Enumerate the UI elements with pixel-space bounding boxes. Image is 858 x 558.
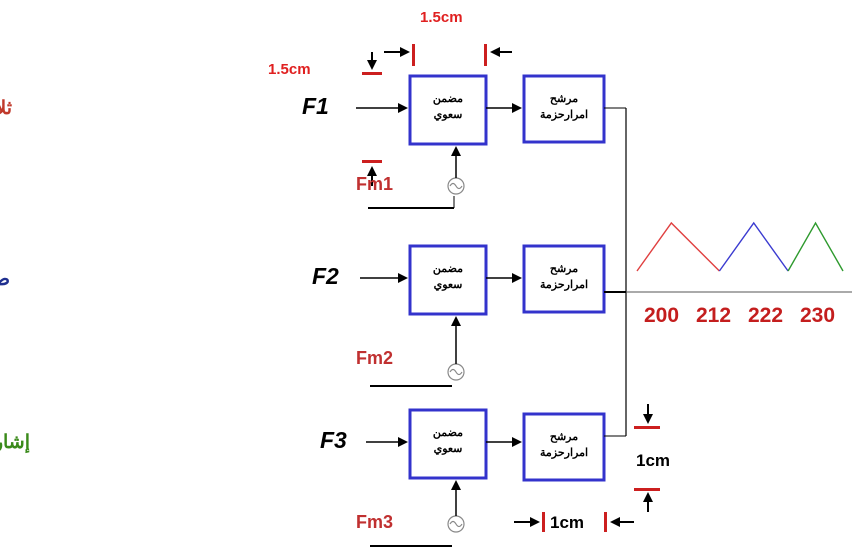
filter-label-3b: امرارحزمة	[540, 447, 588, 459]
dimension-bar-bottom	[634, 488, 660, 491]
dimension-bar-left	[542, 512, 545, 532]
filter-label-2b: امرارحزمة	[540, 279, 588, 291]
modulator-label-3b: سعوي	[434, 443, 463, 456]
modulator-label-3a: مضمن	[433, 427, 463, 439]
filter-label-1a: مرشح	[550, 93, 578, 105]
filter-box-1	[522, 74, 606, 144]
source-label-2: صوت الإذاعة KHz (10 -0)	[0, 269, 10, 291]
channel-3: إشارة حاسبة KHz (8 -0) F3 مضمن سعوي مرشح…	[0, 408, 626, 547]
signal-name-3: F3	[320, 427, 347, 453]
modulator-box-1	[408, 74, 488, 146]
channel-2: صوت الإذاعة KHz (10 -0) F2 مضمن سعوي مرش…	[0, 244, 626, 387]
top-width-dimension	[384, 44, 512, 66]
bottom-width-label: 1cm	[550, 513, 584, 532]
modulator-box-2	[408, 244, 488, 316]
spectrum-band-2	[718, 221, 789, 272]
filter-label-2a: مرشح	[550, 263, 578, 275]
spectrum-band-3	[787, 221, 844, 272]
top-width-label: 1.5cm	[420, 9, 463, 26]
signal-name-1: F1	[302, 93, 329, 119]
spectrum-tick-label: 212	[696, 304, 731, 327]
top-height-dimension	[362, 52, 382, 186]
filter-box-3	[522, 412, 606, 482]
dimension-bar-top	[362, 72, 382, 75]
spectrum-tick-label: 200	[644, 304, 679, 327]
dimension-bar-left	[412, 44, 415, 66]
spectrum-tick-label: 230	[800, 304, 835, 327]
carrier-label-3: Fm3	[356, 512, 393, 532]
dimension-bar-bottom	[362, 160, 382, 163]
sine-wave-icon	[449, 182, 463, 190]
spectrum-band-1	[636, 221, 720, 272]
modulator-label-1a: مضمن	[433, 93, 463, 105]
dimension-bar-right	[484, 44, 487, 66]
spectrum-tick-label: 222	[748, 304, 783, 327]
sine-wave-icon	[449, 368, 463, 376]
modulator-box-3	[408, 408, 488, 480]
modulator-label-2a: مضمن	[433, 263, 463, 275]
carrier-label-1: Fm1	[356, 174, 393, 194]
filter-label-1b: امرارحزمة	[540, 109, 588, 121]
modulator-label-2b: سعوي	[434, 279, 463, 292]
spectrum-chart: 200 212 222 230	[626, 221, 852, 327]
dimension-bar-right	[604, 512, 607, 532]
modulator-label-1b: سعوي	[434, 109, 463, 122]
top-height-label: 1.5cm	[268, 61, 311, 78]
bottom-width-dimension: 1cm	[514, 512, 634, 532]
source-label-1: ثلاث مكالمات KHz (4 -0)	[0, 98, 12, 119]
right-height-dimension: 1cm	[634, 404, 670, 512]
filter-box-2	[522, 244, 606, 314]
right-height-label: 1cm	[636, 451, 670, 470]
filter-label-3a: مرشح	[550, 431, 578, 443]
dimension-bar-top	[634, 426, 660, 429]
channel-1: ثلاث مكالمات KHz (4 -0) F1 مضمن سعوي مرش…	[0, 74, 626, 209]
carrier-label-2: Fm2	[356, 348, 393, 368]
source-label-3: إشارة حاسبة KHz (8 -0)	[0, 432, 30, 454]
signal-name-2: F2	[312, 263, 339, 289]
sine-wave-icon	[449, 520, 463, 528]
